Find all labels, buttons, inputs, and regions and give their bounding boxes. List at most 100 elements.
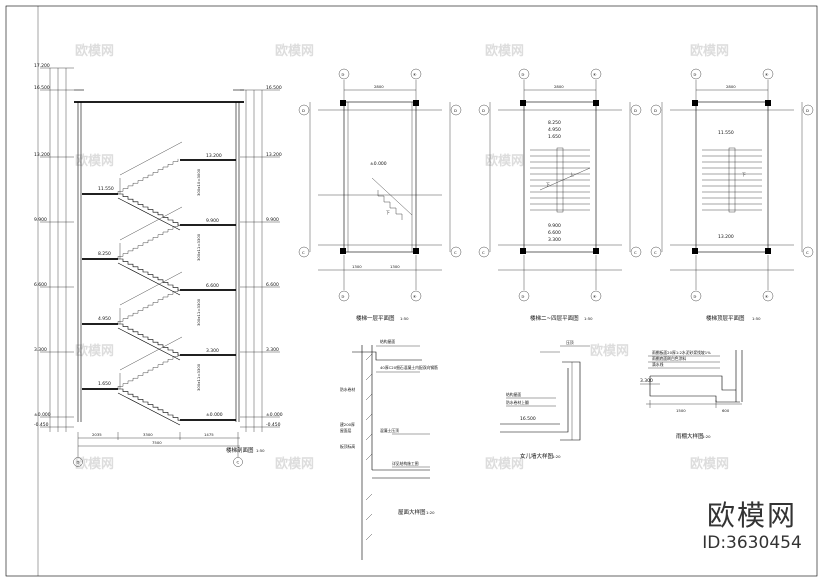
detail-canopy: 3.300 1500 600 雨棚板面20厚1:2水泥砂浆找坡1% 雨棚底面刷白… [640,350,743,440]
detail-roof: 结构屋面 40厚C20细石混凝土内配双向钢筋 防水卷材 建200厚 混凝土压顶 … [340,339,438,560]
axis-label: ④ [765,72,769,77]
watermark-text: 欧模网 [75,456,114,472]
watermarks: 欧模网 欧模网 欧模网 欧模网 欧模网 欧模网 欧模网 欧模网 欧模网 欧模网 … [75,43,729,472]
axis-bubble [690,68,702,80]
dim-text: 300x11=3300 [196,233,201,261]
axis-bubble [298,246,310,258]
axis-bubble [802,104,814,116]
watermark-text: 欧模网 [590,343,629,359]
axis-label: ③ [341,294,345,299]
level-text: 9.900 [206,218,219,224]
detail-note: 建200厚 [340,422,355,427]
detail-note: 防水卷材上翻 [506,400,529,405]
watermark-text: 欧模网 [75,343,114,359]
axis-bubble [338,290,350,302]
level-text: 1.650 [98,381,111,387]
level-text: 13.200 [206,153,222,159]
level-text: ±0.000 [266,412,283,418]
axis-label: D [654,108,657,113]
detail-note: 40厚C20细石混凝土内配双向钢筋 [380,365,438,370]
direction-label: 上 [570,172,574,177]
plan-ground-floor: ③ ④ ③ ④ D C D C 2800 1300 1300 ±0.000 下 … [298,68,462,322]
drawing-scale: 1:50 [584,316,593,321]
drawing-title: 楼梯二~四层平面图 [530,314,579,322]
level-text: 6.600 [34,282,47,288]
axis-bubble [518,68,530,80]
level-text: 3.300 [266,347,279,353]
axis-label: C [654,250,657,255]
level-text: 11.550 [718,130,734,136]
axis-label: ③ [693,294,697,299]
detail-note: 板顶标高 [340,444,355,449]
level-text: 3.300 [548,237,561,243]
level-text: 11.550 [98,186,114,192]
watermark-text: 欧模网 [75,153,114,169]
drawing-scale: 1:20 [552,454,561,459]
detail-parapet: 16.500 结构屋面 压顶 防水卷材上翻 女儿墙大样图 1:20 [500,340,590,460]
axis-bubble [590,290,602,302]
level-text: 9.900 [266,217,279,223]
dim-text: 2800 [726,84,736,89]
dim-text: 300x11=3300 [196,363,201,391]
dim-text: 1300 [390,264,400,269]
stair-section: D C 2035 3300 1475 7500 300x10=3000 300x… [34,63,283,467]
level-text: 6.600 [266,282,279,288]
axis-bubble [630,104,642,116]
level-text: 3.300 [640,378,653,384]
level-text: -0.450 [34,422,49,428]
watermark-text: 欧模网 [485,456,524,472]
dim-text: 2800 [374,84,384,89]
logo-brand-text: 欧模网 [706,499,797,532]
plan-top-floor: ③ ④ ③ ④ D C D C 2800 11.550 13.200 下 楼梯顶… [650,68,814,322]
logo-id-text: ID:3630454 [702,533,802,553]
level-text: 3.300 [206,348,219,354]
axis-bubble [478,246,490,258]
watermark-text: 欧模网 [485,43,524,59]
detail-note: 防水卷材 [340,387,355,392]
detail-note: 屋面层 [340,428,352,433]
dim-text: 2035 [92,432,102,437]
axis-bubble [410,290,422,302]
detail-note: 压顶 [566,340,574,345]
level-text: 16.500 [266,85,282,91]
drawing-scale: 1:50 [400,316,409,321]
drawing-title: 女儿墙大样图 [520,452,554,460]
axis-label: C [454,250,457,255]
level-text: 13.200 [718,234,734,240]
drawing-title: 楼梯剖面图 [226,446,254,454]
drawing-scale: 1:20 [426,510,435,515]
level-text: -0.450 [266,422,281,428]
detail-note: 滴水线 [652,362,664,367]
axis-bubble [338,68,350,80]
axis-label: ④ [765,294,769,299]
axis-label: ③ [693,72,697,77]
detail-note: 结构屋面 [506,392,521,397]
plan-typical-floor: ③ ④ ③ ④ D C D C 2800 8.250 4.950 1.650 9… [478,68,642,322]
axis-label: ③ [521,294,525,299]
axis-label: D [806,108,809,113]
drawing-scale: 1:20 [702,434,711,439]
watermark-text: 欧模网 [690,456,729,472]
level-text: 13.200 [34,152,50,158]
level-text: ±0.000 [206,412,223,418]
level-text: 9.900 [34,217,47,223]
sheet-border [5,5,818,577]
level-text: ±0.000 [34,412,51,418]
axis-label: C [482,250,485,255]
axis-bubble [590,68,602,80]
axis-label: ③ [521,72,525,77]
level-text: 13.200 [266,152,282,158]
level-text: 16.500 [34,85,50,91]
detail-note: 详见结构施工图 [392,461,419,466]
drawing-title: 楼梯一层平面图 [356,314,395,322]
axis-label: ④ [593,294,597,299]
axis-label: ③ [341,72,345,77]
axis-bubble [450,104,462,116]
axis-label: C [237,460,240,465]
axis-label: ④ [413,294,417,299]
watermark-text: 欧模网 [275,43,314,59]
dim-text: 600 [722,408,730,413]
dim-text: 1500 [676,408,686,413]
axis-bubble [690,290,702,302]
axis-bubble [478,104,490,116]
